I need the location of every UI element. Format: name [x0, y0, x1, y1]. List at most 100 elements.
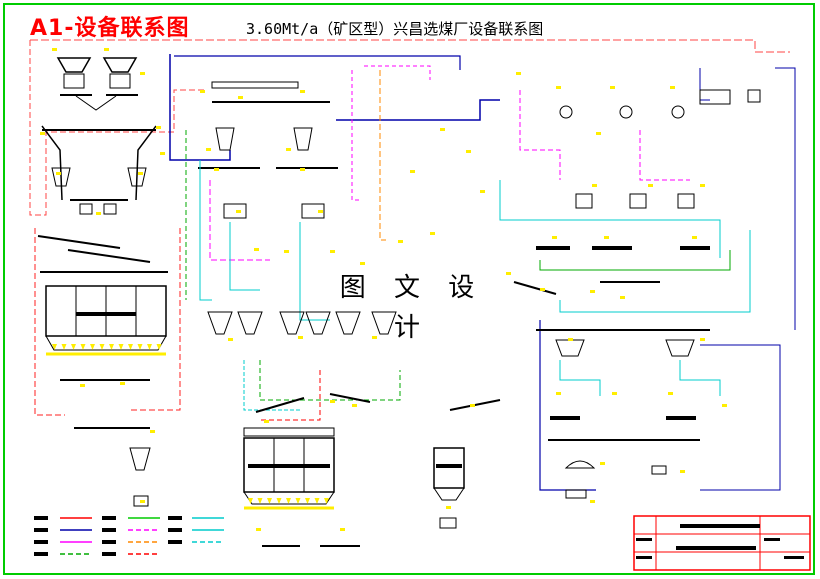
equipment-tag: [668, 392, 673, 395]
equipment-tag: [372, 336, 377, 339]
pipe-cyan-6: [559, 360, 601, 396]
equipment-tag: [620, 296, 625, 299]
equipment-tag: [40, 132, 45, 135]
diagram-title: A1-设备联系图: [30, 16, 190, 41]
silo-outlet-marker: [137, 344, 143, 350]
equipment-tag: [552, 236, 557, 239]
equipment-tag: [330, 400, 335, 403]
equipment-tag: [340, 528, 345, 531]
equipment-tag: [648, 184, 653, 187]
silo-outlet-marker: [295, 498, 301, 504]
equipment-tag: [556, 86, 561, 89]
silo-outlet-marker: [276, 498, 282, 504]
silo-outlet-marker: [156, 344, 162, 350]
drawing-border: [3, 3, 815, 575]
equipment-tag: [352, 404, 357, 407]
thickeners-pumps: [513, 89, 761, 499]
equipment-tag: [330, 250, 335, 253]
equipment-tag: [610, 86, 615, 89]
equipment-tag: [150, 430, 155, 433]
pipe-orange-1: [379, 70, 386, 241]
pipe-blue-top: [174, 55, 461, 70]
silo-outlet-marker: [128, 344, 133, 350]
equipment-tag: [80, 384, 85, 387]
equipment-tag: [700, 184, 705, 187]
pipe-cyan-1: [199, 160, 212, 301]
silo-outlet-marker: [109, 344, 114, 350]
pipe-green-2: [259, 360, 401, 401]
legend: [34, 516, 224, 556]
silo-outlet-marker: [267, 498, 272, 504]
pipe-blue-trunk-1: [169, 54, 231, 161]
raw-coal-silos: [45, 285, 167, 507]
equipment-tag: [254, 248, 259, 251]
pipe-red-dashed-top: [30, 39, 790, 53]
equipment-tag: [156, 126, 161, 129]
silo-outlet-marker: [99, 344, 105, 350]
equipment-tags: [40, 48, 727, 531]
equipment-tag: [140, 500, 145, 503]
pipe-cyan-2: [229, 222, 260, 291]
equipment-tag: [300, 168, 305, 171]
silo-outlet-marker: [305, 498, 310, 504]
equipment-tag: [722, 404, 727, 407]
equipment-tag: [360, 262, 365, 265]
equipment-tag: [236, 210, 241, 213]
equipment-tag: [200, 90, 205, 93]
pipe-red-dashed-left: [34, 228, 65, 416]
pipe-red-2: [260, 370, 321, 421]
equipment-tag: [104, 48, 109, 51]
equipment-tag: [430, 232, 435, 235]
pipe-magenta-5: [639, 130, 690, 181]
silo-outlet-marker: [324, 498, 329, 504]
equipment-tag: [480, 190, 485, 193]
silo-outlet-marker: [71, 344, 76, 350]
silo-outlet-marker: [314, 498, 320, 504]
pipe-blue-lower-right: [700, 344, 781, 491]
equipment-tag: [446, 506, 451, 509]
silo-outlet-marker: [61, 344, 67, 350]
silo-outlet-marker: [147, 344, 152, 350]
silo-outlet-marker: [80, 344, 86, 350]
equipment-tag: [604, 236, 609, 239]
equipment-tag: [140, 72, 145, 75]
equipment-tag: [670, 86, 675, 89]
equipment-tag: [120, 382, 125, 385]
equipment-tag: [96, 212, 101, 215]
equipment-tag: [410, 170, 415, 173]
pipe-green-3: [539, 250, 731, 271]
equipment-tag: [516, 72, 521, 75]
equipment-tag: [398, 240, 403, 243]
pipe-magenta-1: [209, 180, 270, 261]
equipment-tag: [596, 132, 601, 135]
pipe-cyan-5: [559, 230, 751, 313]
silo-outlet-marker: [52, 344, 57, 350]
clean-coal-silo: [433, 447, 465, 529]
equipment-tag: [56, 172, 61, 175]
silo-outlet-marker: [248, 498, 253, 504]
equipment-tag: [440, 128, 445, 131]
equipment-tag: [206, 148, 211, 151]
equipment-tag: [700, 338, 705, 341]
pipe-blue-lower: [539, 320, 596, 491]
equipment-tag: [590, 500, 595, 503]
equipment-tag: [506, 272, 511, 275]
equipment-tag: [264, 420, 269, 423]
equipment-tag: [470, 404, 475, 407]
watermark-text: 图 文 设 计: [326, 268, 498, 343]
pipe-cyan-3: [299, 222, 330, 321]
equipment-tag: [680, 470, 685, 473]
equipment-tag: [52, 48, 57, 51]
silo-outlet-marker: [286, 498, 291, 504]
equipment-tag: [466, 150, 471, 153]
pipe-magenta-3: [364, 65, 431, 80]
equipment-tag: [612, 392, 617, 395]
pipe-blue-mid: [336, 99, 500, 121]
diagram-subtitle: 3.60Mt/a（矿区型）兴昌选煤厂设备联系图: [246, 20, 544, 38]
equipment-tag: [228, 338, 233, 341]
equipment-tag: [298, 336, 303, 339]
equipment-tag: [568, 338, 573, 341]
equipment-tag: [600, 462, 605, 465]
